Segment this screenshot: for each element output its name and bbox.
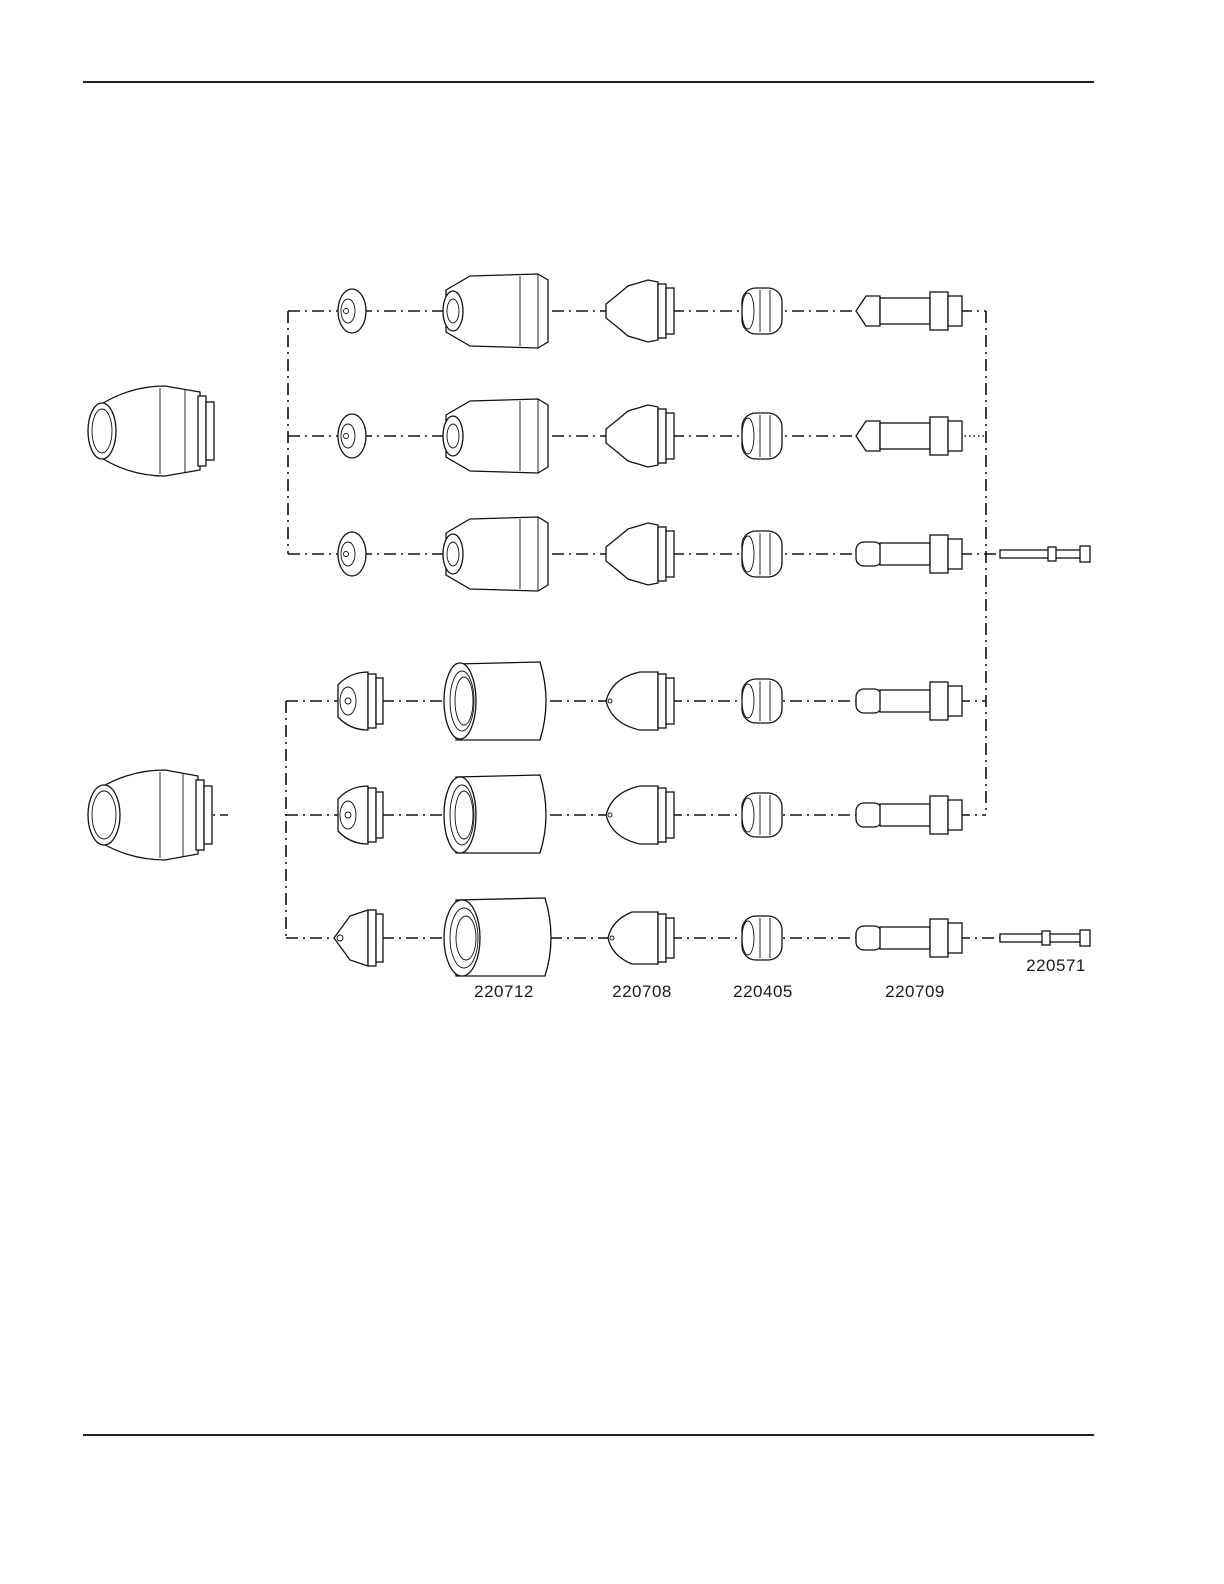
swirl-ring-row-1 — [742, 288, 782, 334]
shield-row-4 — [444, 662, 546, 740]
swirl-ring-row-4 — [742, 679, 782, 723]
nozzle-row-4 — [606, 672, 674, 730]
water-tube-lower — [1000, 930, 1090, 946]
shield-row-3 — [443, 517, 548, 591]
retaining-cap-upper — [88, 386, 214, 476]
shield-row-1 — [443, 274, 548, 348]
flow-lines — [196, 311, 1000, 938]
nozzle-row-1 — [606, 280, 674, 342]
shield-cap-row-5 — [338, 786, 383, 844]
nozzle-row-6 — [608, 912, 674, 964]
swirl-ring-row-6 — [742, 916, 782, 960]
deflector-row-2 — [338, 414, 366, 458]
electrode-row-1 — [856, 292, 962, 330]
part-label-electrode: 220709 — [885, 982, 945, 1001]
shield-row-5 — [444, 775, 546, 853]
electrode-row-4 — [856, 682, 962, 720]
shield-cap-row-6 — [334, 910, 383, 966]
shield-row-6 — [444, 898, 551, 976]
electrode-row-2 — [856, 417, 962, 455]
water-tube-upper — [1000, 546, 1090, 562]
retaining-cap-lower — [88, 770, 212, 860]
nozzle-row-5 — [606, 786, 674, 844]
electrode-row-5 — [856, 796, 962, 834]
part-label-shield: 220712 — [474, 982, 534, 1001]
swirl-ring-row-3 — [742, 531, 782, 577]
swirl-ring-row-5 — [742, 793, 782, 837]
part-label-swirl-ring: 220405 — [733, 982, 793, 1001]
nozzle-row-2 — [606, 405, 674, 467]
shield-row-2 — [443, 399, 548, 473]
swirl-ring-row-2 — [742, 413, 782, 459]
nozzle-row-3 — [606, 523, 674, 585]
electrode-row-3 — [856, 535, 962, 573]
shield-cap-row-4 — [338, 672, 383, 730]
deflector-row-1 — [338, 289, 366, 333]
part-label-water-tube: 220571 — [1026, 956, 1086, 975]
electrode-row-6 — [856, 919, 962, 957]
deflector-row-3 — [338, 532, 366, 576]
part-label-nozzle: 220708 — [612, 982, 672, 1001]
